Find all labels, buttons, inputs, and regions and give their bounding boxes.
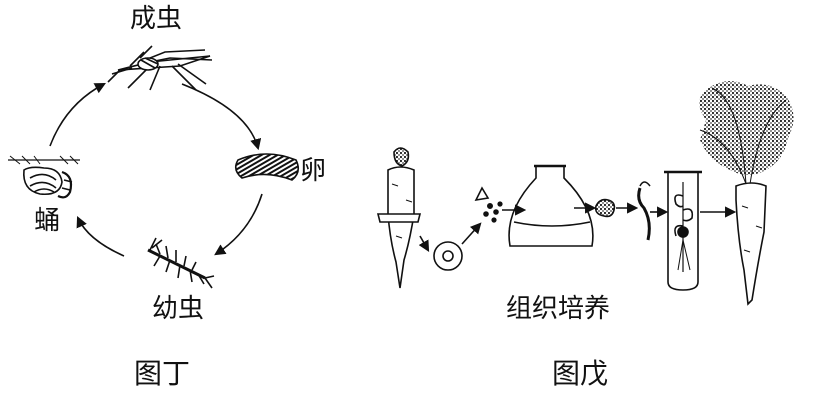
callus-icon xyxy=(594,198,616,218)
label-tissue-culture: 组织培养 xyxy=(506,294,611,324)
pupa-icon xyxy=(8,155,80,199)
label-egg: 卵 xyxy=(300,156,327,186)
adult-mosquito-icon xyxy=(107,45,213,91)
arrow-slice-to-dish xyxy=(418,235,430,252)
insect-life-cycle xyxy=(8,45,300,289)
label-adult: 成虫 xyxy=(130,4,183,34)
cell-dish-icon xyxy=(433,241,463,271)
cell-cluster-icon xyxy=(474,186,503,223)
arrow-egg-to-larva xyxy=(214,193,263,256)
label-pupa: 蛹 xyxy=(34,206,61,236)
arrow-dish-to-cells xyxy=(461,222,482,245)
mature-carrot-icon xyxy=(699,81,794,306)
culture-flask-icon xyxy=(508,164,594,247)
tissue-culture-process xyxy=(376,81,794,306)
sprout-icon xyxy=(637,181,651,241)
arrow-adult-to-egg xyxy=(181,83,262,151)
caption-figure-wu: 图戊 xyxy=(552,357,609,390)
test-tube-icon xyxy=(664,170,702,291)
caption-figure-ding: 图丁 xyxy=(134,357,191,390)
carrot-source-icon xyxy=(376,147,422,289)
arrow-larva-to-pupa xyxy=(76,215,125,257)
label-larva: 幼虫 xyxy=(152,294,205,324)
egg-icon xyxy=(234,153,300,181)
arrow-pupa-to-adult xyxy=(49,82,106,147)
larva-icon xyxy=(147,237,215,289)
